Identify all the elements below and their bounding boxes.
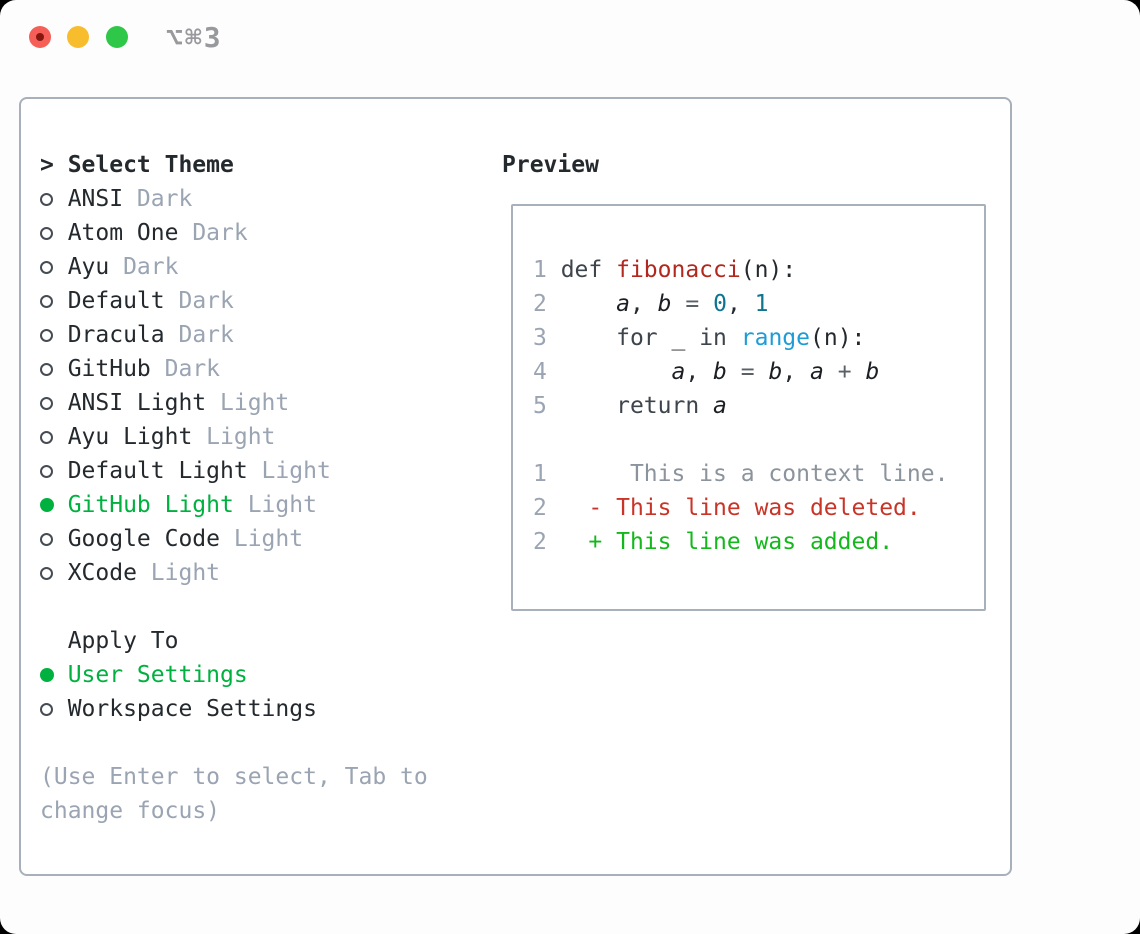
- apply-to-title: Apply To: [67, 628, 179, 654]
- theme-option[interactable]: Google Code Light: [40, 522, 428, 556]
- radio-icon: [40, 294, 68, 308]
- option-label: Ayu Dark: [67, 254, 179, 280]
- radio-icon: [40, 702, 68, 716]
- preview-title: Preview: [502, 152, 599, 178]
- theme-option[interactable]: GitHub Dark: [40, 352, 428, 386]
- theme-option[interactable]: Ayu Light Light: [40, 420, 428, 454]
- radio-icon: [40, 328, 68, 342]
- theme-option[interactable]: Ayu Dark: [40, 250, 428, 284]
- radio-icon: [40, 396, 68, 410]
- apply-to-option[interactable]: User Settings: [40, 658, 428, 692]
- radio-selected-icon: [40, 498, 68, 512]
- spacer: [40, 590, 428, 624]
- code-line: 2 a, b = 0, 1: [533, 291, 769, 317]
- theme-option[interactable]: Dracula Dark: [40, 318, 428, 352]
- radio-icon: [40, 192, 68, 206]
- maximize-button-icon[interactable]: [106, 26, 128, 48]
- code-line: 2 - This line was deleted.: [533, 495, 921, 521]
- radio-icon: [40, 464, 68, 478]
- hint-line-2: change focus): [40, 798, 221, 824]
- option-label: ANSI Light Light: [67, 390, 290, 416]
- apply-to-header: Apply To: [40, 624, 428, 658]
- theme-option[interactable]: Atom One Dark: [40, 216, 428, 250]
- prompt-icon: >: [40, 152, 54, 178]
- option-label: Dracula Dark: [67, 322, 234, 348]
- code-line: 1 This is a context line.: [533, 461, 949, 487]
- window-shortcut-label: ⌥⌘3: [166, 21, 223, 54]
- option-label: XCode Light: [67, 560, 221, 586]
- option-label: Default Dark: [67, 288, 234, 314]
- radio-icon: [40, 430, 68, 444]
- option-label: Ayu Light Light: [67, 424, 276, 450]
- code-line: [533, 423, 984, 457]
- theme-option[interactable]: XCode Light: [40, 556, 428, 590]
- option-label: GitHub Dark: [67, 356, 221, 382]
- option-label: Workspace Settings: [67, 696, 317, 722]
- code-line: 5 return a: [533, 393, 727, 419]
- preview-box: 1 def fibonacci(n): 2 a, b = 0, 1 3 for _ …: [511, 204, 986, 611]
- spacer: [40, 726, 428, 760]
- option-label: Atom One Dark: [67, 220, 248, 246]
- close-dot-icon: [36, 33, 44, 41]
- option-label: Google Code Light: [67, 526, 304, 552]
- preview-code: 1 def fibonacci(n): 2 a, b = 0, 1 3 for _ …: [533, 253, 984, 559]
- close-button-icon[interactable]: [29, 26, 51, 48]
- titlebar: ⌥⌘3: [0, 0, 1140, 75]
- radio-icon: [40, 362, 68, 376]
- option-label: User Settings: [67, 662, 248, 688]
- minimize-button-icon[interactable]: [67, 26, 89, 48]
- theme-option[interactable]: GitHub Light Light: [40, 488, 428, 522]
- theme-option[interactable]: Default Light Light: [40, 454, 428, 488]
- code-line: 3 for _ in range(n):: [533, 325, 866, 351]
- option-label: Default Light Light: [67, 458, 331, 484]
- radio-icon: [40, 532, 68, 546]
- option-label: GitHub Light Light: [67, 492, 317, 518]
- theme-option[interactable]: ANSI Light Light: [40, 386, 428, 420]
- theme-option[interactable]: ANSI Dark: [40, 182, 428, 216]
- select-theme-header: > Select Theme: [40, 148, 428, 182]
- hint-line-1: (Use Enter to select, Tab to: [40, 764, 428, 790]
- radio-icon: [40, 226, 68, 240]
- radio-icon: [40, 566, 68, 580]
- select-theme-title: Select Theme: [67, 152, 234, 178]
- code-line: 1 def fibonacci(n):: [533, 257, 797, 283]
- code-line: 4 a, b = b, a + b: [533, 359, 880, 385]
- option-label: ANSI Dark: [67, 186, 193, 212]
- theme-option[interactable]: Default Dark: [40, 284, 428, 318]
- apply-to-option[interactable]: Workspace Settings: [40, 692, 428, 726]
- code-line: 2 + This line was added.: [533, 529, 894, 555]
- radio-selected-icon: [40, 668, 68, 682]
- radio-icon: [40, 260, 68, 274]
